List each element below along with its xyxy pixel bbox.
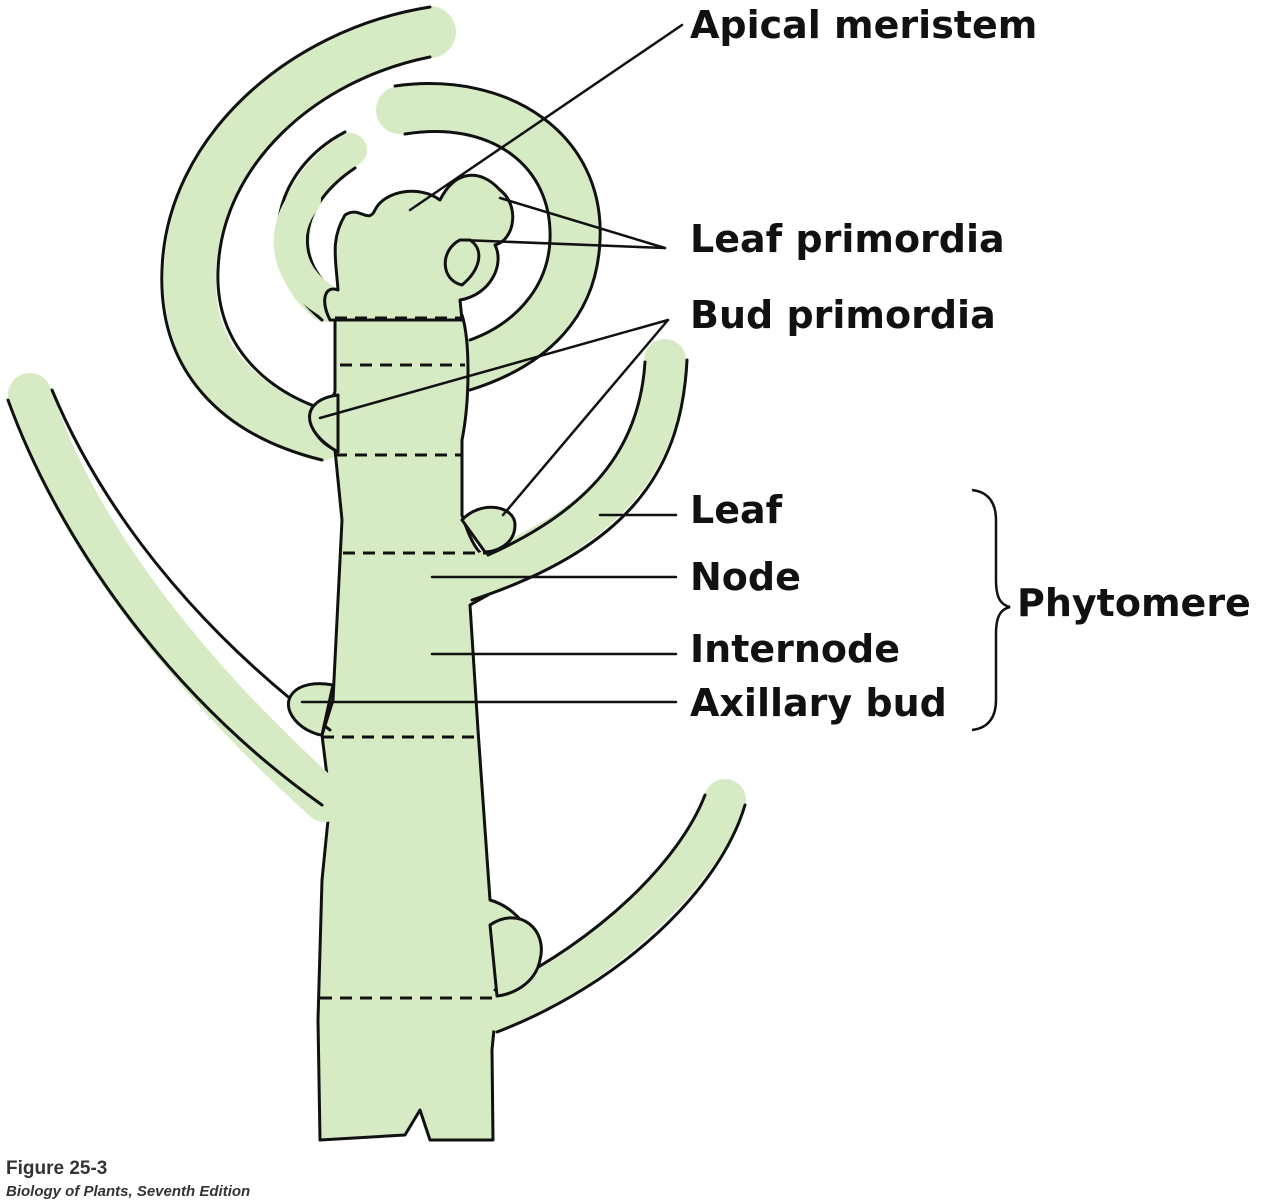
figure-source: Biology of Plants, Seventh Edition xyxy=(6,1183,250,1200)
figure-number: Figure 25-3 xyxy=(6,1158,107,1179)
inner-primordia xyxy=(273,130,367,322)
outer-arched-leaf-left xyxy=(160,5,456,462)
label-leaf: Leaf xyxy=(690,488,783,532)
label-phytomere: Phytomere xyxy=(1017,581,1251,625)
bud-primordium-left xyxy=(308,393,340,454)
lower-right-leaf xyxy=(477,779,747,1034)
middle-left-leaf xyxy=(6,373,347,822)
phytomere-bracket xyxy=(971,488,1011,732)
label-apical-meristem: Apical meristem xyxy=(690,3,1037,47)
label-axillary-bud: Axillary bud xyxy=(690,681,947,725)
label-leaf-primordia: Leaf primordia xyxy=(690,217,1005,261)
label-node: Node xyxy=(690,555,801,599)
label-internode: Internode xyxy=(690,627,900,671)
node-dashes xyxy=(320,316,497,1000)
axillary-bud xyxy=(287,682,335,737)
leader-lines xyxy=(300,23,684,704)
upper-right-leaf xyxy=(459,339,689,602)
lower-axillary-bud xyxy=(488,916,543,998)
bud-primordium-right xyxy=(460,505,517,554)
label-bud-primordia: Bud primordia xyxy=(690,293,996,337)
apical-dome xyxy=(323,173,515,322)
